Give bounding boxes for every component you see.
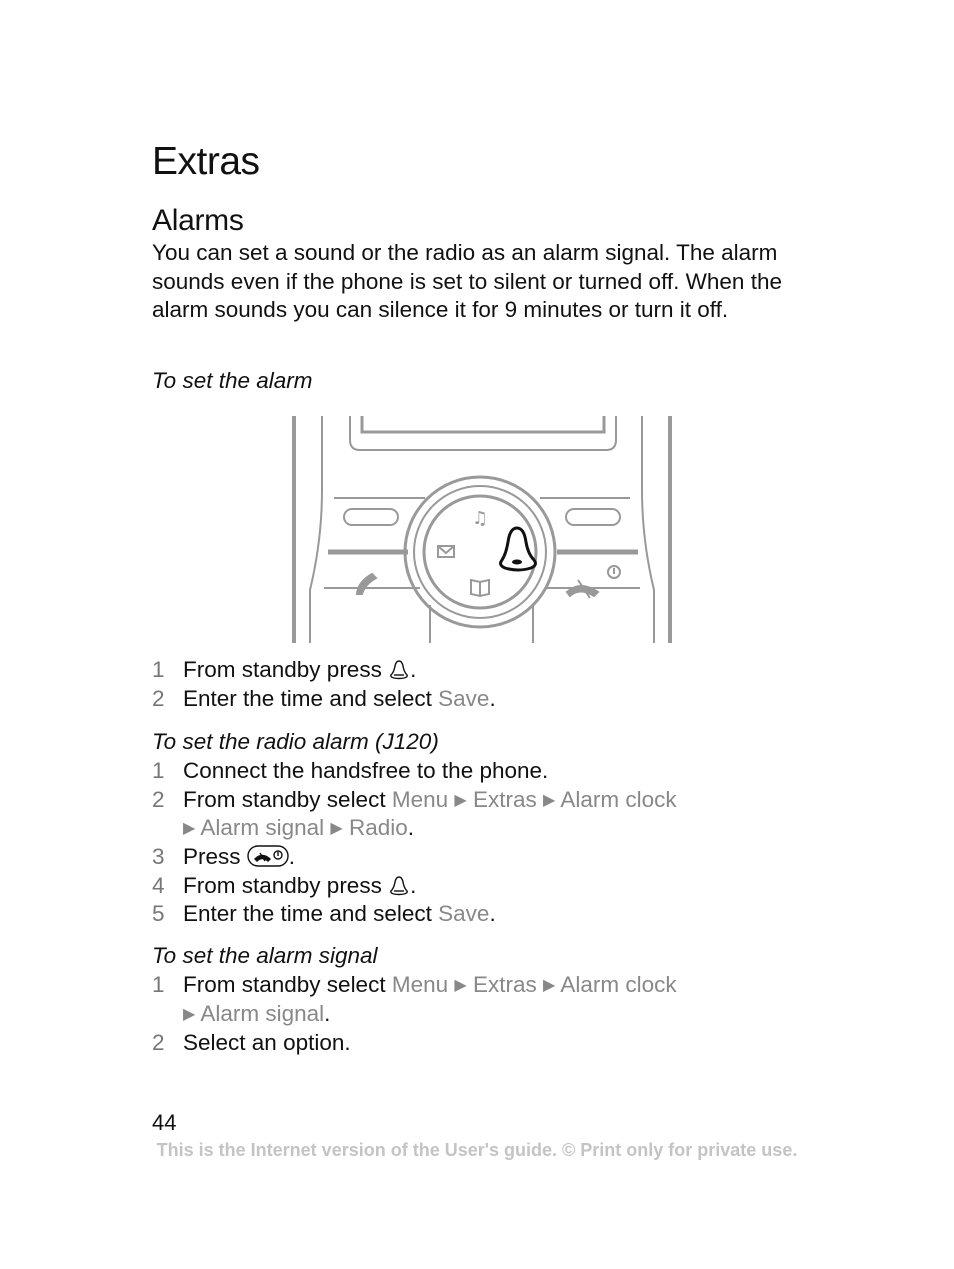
section-title: Alarms (152, 204, 244, 237)
step-number: 2 (152, 787, 165, 812)
menu-path-radio: Radio (348, 815, 408, 840)
step-text: Enter the time and select (183, 901, 439, 926)
step-text: Select an option. (183, 1030, 351, 1055)
step-text: From standby select (183, 787, 392, 812)
alarm-key-icon (388, 875, 410, 905)
menu-path-alarm-signal: Alarm signal (200, 815, 325, 840)
procedure-heading: To set the alarm signal (152, 943, 378, 968)
menu-path-alarm-clock: Alarm clock (560, 972, 677, 997)
alarm-key-icon (388, 659, 410, 689)
step-continuation: ▶ Alarm signal. (183, 1001, 331, 1026)
step-number: 4 (152, 873, 165, 898)
svg-text:♫: ♫ (472, 508, 488, 529)
arrow-icon: ▶ (543, 792, 556, 809)
phone-keypad-illustration: ♫ (280, 410, 680, 645)
end-power-key-icon (247, 844, 289, 876)
arrow-icon: ▶ (454, 792, 467, 809)
arrow-icon: ▶ (454, 977, 467, 994)
step-text: From standby press (183, 873, 382, 898)
procedure-heading: To set the alarm (152, 368, 313, 393)
arrow-icon: ▶ (183, 1006, 196, 1023)
page-title: Extras (152, 140, 260, 183)
arrow-icon: ▶ (183, 820, 196, 837)
step-item: 1 Connect the handsfree to the phone. (152, 757, 548, 786)
step-text: From standby press (183, 657, 382, 682)
step-number: 1 (152, 758, 165, 783)
step-number: 1 (152, 657, 165, 682)
menu-path-extras: Extras (472, 787, 537, 812)
step-text: Connect the handsfree to the phone. (183, 758, 549, 783)
step-number: 2 (152, 1030, 165, 1055)
step-text: Press (183, 844, 247, 869)
step-item: 2 From standby select Menu ▶ Extras ▶ Ala… (152, 786, 677, 816)
menu-item-save: Save (438, 686, 490, 711)
arrow-icon: ▶ (330, 820, 343, 837)
menu-item-save: Save (438, 901, 490, 926)
step-number: 5 (152, 901, 165, 926)
procedure-heading: To set the radio alarm (J120) (152, 729, 439, 754)
menu-path-menu: Menu (391, 972, 449, 997)
arrow-icon: ▶ (543, 977, 556, 994)
step-continuation: ▶ Alarm signal ▶ Radio. (183, 815, 415, 840)
menu-path-menu: Menu (391, 787, 449, 812)
menu-path-alarm-signal: Alarm signal (200, 1001, 325, 1026)
page-number: 44 (152, 1110, 177, 1135)
step-text: From standby select (183, 972, 392, 997)
menu-path-alarm-clock: Alarm clock (560, 787, 677, 812)
step-item: 2 Select an option. (152, 1029, 351, 1058)
step-item: 1 From standby select Menu ▶ Extras ▶ Ala… (152, 971, 677, 1001)
step-number: 2 (152, 686, 165, 711)
intro-paragraph: You can set a sound or the radio as an a… (152, 240, 782, 323)
footer-notice: This is the Internet version of the User… (156, 1140, 798, 1160)
step-number: 3 (152, 844, 165, 869)
step-text: Enter the time and select (183, 686, 439, 711)
menu-path-extras: Extras (472, 972, 537, 997)
step-number: 1 (152, 972, 165, 997)
